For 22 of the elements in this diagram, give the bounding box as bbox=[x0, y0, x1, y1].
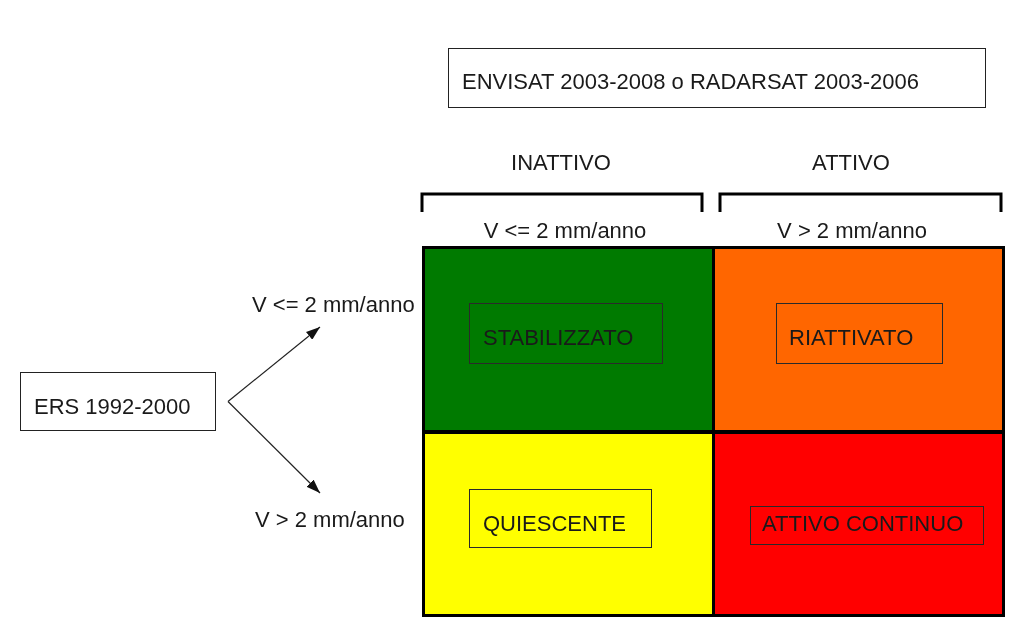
status-label: QUIESCENTE bbox=[483, 511, 627, 537]
status-label: ATTIVO CONTINUO bbox=[762, 511, 964, 537]
matrix-cell bbox=[422, 246, 715, 433]
matrix-cell bbox=[712, 431, 1005, 617]
status-label: STABILIZZATO bbox=[483, 325, 634, 351]
arrow bbox=[227, 400, 321, 494]
box-label: ERS 1992-2000 bbox=[34, 394, 191, 420]
threshold-label: V > 2 mm/anno bbox=[777, 218, 927, 244]
threshold-label: V <= 2 mm/anno bbox=[483, 218, 647, 244]
status-box bbox=[469, 489, 652, 548]
status-box bbox=[750, 506, 984, 545]
status-label: RIATTIVATO bbox=[789, 325, 914, 351]
arrow bbox=[227, 326, 321, 403]
column-heading: INATTIVO bbox=[511, 150, 611, 176]
text-box bbox=[20, 372, 216, 431]
column-heading: ATTIVO bbox=[812, 150, 890, 176]
status-box bbox=[469, 303, 663, 364]
matrix-cell bbox=[712, 246, 1005, 433]
box-label: ENVISAT 2003-2008 o RADARSAT 2003-2006 bbox=[462, 69, 919, 95]
matrix-cell bbox=[422, 431, 715, 617]
text-box bbox=[448, 48, 986, 108]
status-box bbox=[776, 303, 943, 364]
